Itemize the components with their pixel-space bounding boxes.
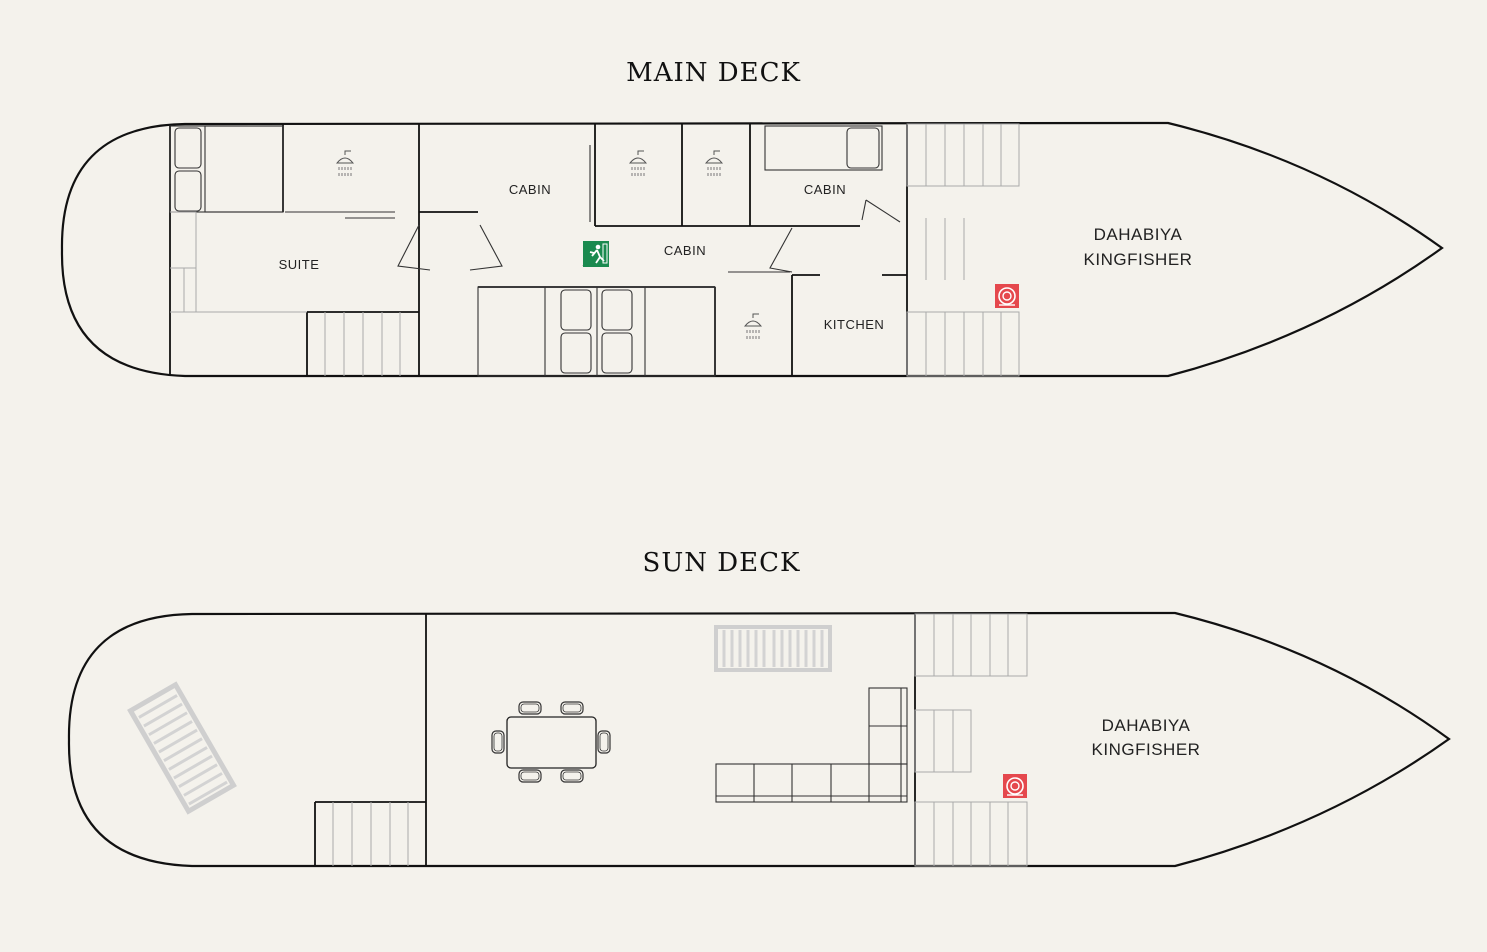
ship-name-line2: KINGFISHER [1084,250,1193,269]
shower-icon [629,150,647,177]
main-deck-plan: SUITE CABIN CABIN CABIN KITCHEN DAHABIYA… [60,121,1444,378]
main-deck-title: MAIN DECK [626,58,801,88]
room-label-kitchen: KITCHEN [824,317,885,332]
shower-icon [336,150,354,177]
sun-deck-hull [67,611,1451,868]
shower-icon [705,150,723,177]
room-label-cabin: CABIN [804,182,846,197]
shower-icon [744,313,762,340]
dining-table-icon [491,701,611,783]
sun-lounger-icon [714,625,832,672]
room-label-cabin: CABIN [509,182,551,197]
fire-hose-icon [994,283,1020,309]
ship-name-line1: DAHABIYA [1094,225,1183,244]
ship-name-line1: DAHABIYA [1102,716,1191,735]
ship-name-line2: KINGFISHER [1092,740,1201,759]
room-label-cabin: CABIN [664,243,706,258]
emergency-exit-icon [583,241,609,267]
lounge-sofa [715,687,908,803]
sun-lounger-icon [127,681,237,815]
sun-deck-title: SUN DECK [642,548,801,578]
room-label-suite: SUITE [279,257,320,272]
fire-hose-icon [1002,773,1028,799]
main-deck-hull [60,121,1444,378]
sun-deck-plan: DAHABIYA KINGFISHER [67,611,1451,868]
